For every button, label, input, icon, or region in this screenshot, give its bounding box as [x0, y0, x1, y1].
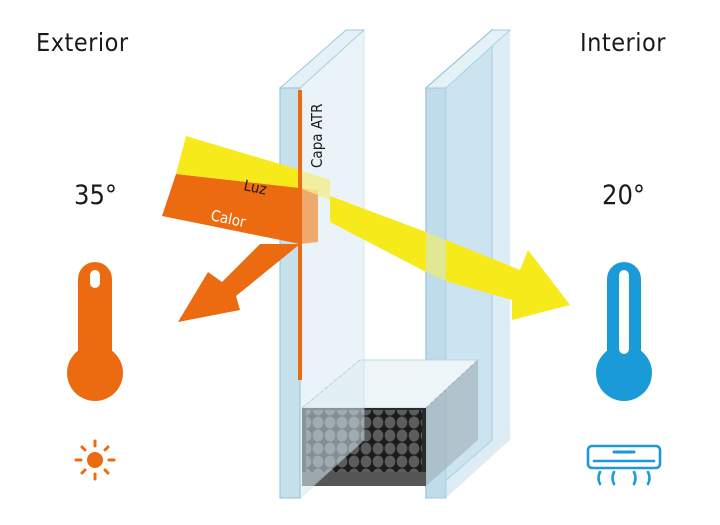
air-conditioner-icon	[586, 444, 662, 486]
atr-coating-strip	[298, 90, 302, 380]
light-beam-label: Luz	[242, 176, 268, 198]
sun-icon	[74, 439, 116, 481]
thermometer-hot-icon	[67, 262, 123, 401]
exterior-temperature: 35°	[74, 180, 118, 211]
thermometer-cold-icon	[596, 262, 652, 401]
interior-temperature: 20°	[602, 180, 646, 211]
heat-beam	[162, 174, 318, 322]
light-beam	[176, 136, 570, 320]
coating-label: Capa ATR	[308, 104, 326, 169]
interior-label: Interior	[580, 28, 667, 57]
exterior-glass-pane	[278, 28, 366, 500]
exterior-label: Exterior	[36, 28, 129, 57]
